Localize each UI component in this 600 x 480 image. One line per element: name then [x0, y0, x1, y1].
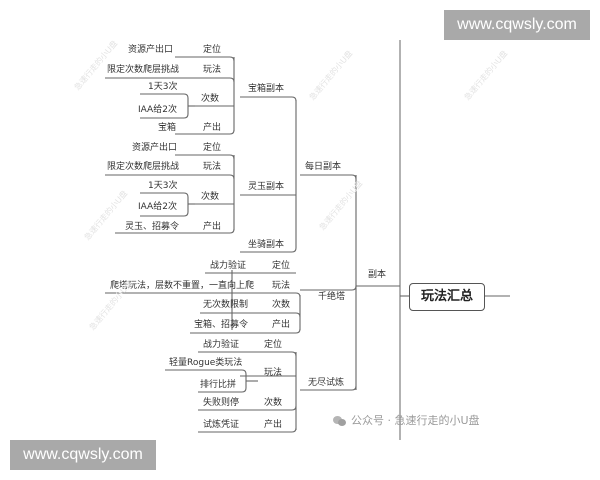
value-count-2: IAA给2次: [138, 202, 177, 212]
site-banner-bottom-left[interactable]: www.cqwsly.com: [10, 440, 156, 470]
value-output: 灵玉、招募令: [125, 222, 180, 232]
value-count: 无次数限制: [203, 300, 249, 310]
key-count: 次数: [201, 192, 220, 202]
key-positioning: 定位: [203, 45, 222, 55]
value-gameplay: 爬塔玩法，层数不重置，一直向上爬: [110, 281, 255, 291]
value-positioning: 战力验证: [210, 261, 247, 271]
value-gameplay-1: 轻量Rogue类玩法: [169, 358, 243, 368]
node-jade-dungeon[interactable]: 灵玉副本: [248, 182, 285, 192]
key-output: 产出: [272, 320, 291, 330]
key-gameplay: 玩法: [272, 281, 291, 291]
value-gameplay: 限定次数爬层挑战: [107, 162, 180, 172]
value-output: 宝箱、招募令: [194, 320, 249, 330]
value-count-1: 1天3次: [148, 181, 178, 191]
node-mount-dungeon[interactable]: 坐骑副本: [248, 240, 285, 250]
key-gameplay: 玩法: [203, 65, 222, 75]
wechat-icon: [333, 416, 347, 426]
node-chest-dungeon[interactable]: 宝箱副本: [248, 84, 285, 94]
value-count-1: 1天3次: [148, 82, 178, 92]
key-positioning: 定位: [203, 143, 222, 153]
site-banner-top-right[interactable]: www.cqwsly.com: [444, 10, 590, 40]
wechat-watermark-text: 公众号 · 急速行走的小U盘: [351, 414, 480, 427]
value-output: 试炼凭证: [203, 420, 240, 430]
wechat-watermark: 公众号 · 急速行走的小U盘: [333, 412, 480, 428]
key-count: 次数: [272, 300, 291, 310]
node-tower[interactable]: 千绝塔: [318, 292, 346, 302]
value-positioning: 战力验证: [203, 340, 240, 350]
value-positioning: 资源产出口: [128, 45, 174, 55]
key-count: 次数: [201, 94, 220, 104]
node-fuben[interactable]: 副本: [368, 270, 387, 280]
key-output: 产出: [203, 123, 222, 133]
key-output: 产出: [264, 420, 283, 430]
key-output: 产出: [203, 222, 222, 232]
root-node[interactable]: 玩法汇总: [409, 283, 485, 311]
key-positioning: 定位: [272, 261, 291, 271]
key-gameplay: 玩法: [203, 162, 222, 172]
value-count: 失败则停: [203, 398, 240, 408]
node-endless-trial[interactable]: 无尽试炼: [308, 378, 345, 388]
key-positioning: 定位: [264, 340, 283, 350]
value-count-2: IAA给2次: [138, 105, 177, 115]
value-positioning: 资源产出口: [132, 143, 178, 153]
key-count: 次数: [264, 398, 283, 408]
key-gameplay: 玩法: [264, 368, 283, 378]
value-gameplay-2: 排行比拼: [200, 380, 237, 390]
node-daily-dungeon[interactable]: 每日副本: [305, 162, 342, 172]
value-gameplay: 限定次数爬层挑战: [107, 65, 180, 75]
value-output: 宝箱: [158, 123, 177, 133]
